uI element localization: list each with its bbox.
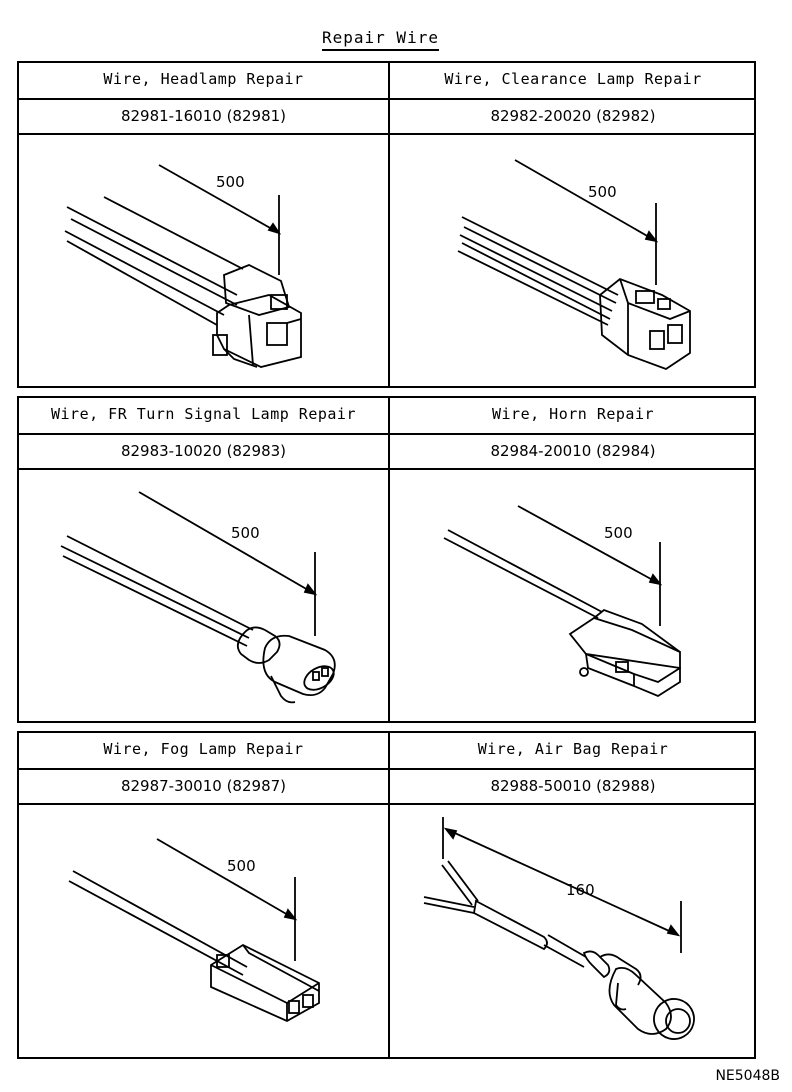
row-divider bbox=[19, 98, 754, 100]
repair-wire-table-row-3: Wire, Fog Lamp Repair Wire, Air Bag Repa… bbox=[17, 731, 756, 1059]
part-number-horn: 82984-20010 (82984) bbox=[490, 442, 656, 460]
column-divider bbox=[388, 398, 390, 721]
dimension-label-fr-turn-signal-lamp: 500 bbox=[231, 524, 260, 542]
part-number-air-bag: 82988-50010 (82988) bbox=[490, 777, 656, 795]
panel-name-horn: Wire, Horn Repair bbox=[491, 405, 655, 423]
dimension-label-fog-lamp: 500 bbox=[227, 857, 256, 875]
dimension-label-air-bag: 160 bbox=[566, 881, 595, 899]
air-bag-repair-wire-illustration: 160 bbox=[390, 805, 756, 1057]
clearance-lamp-repair-wire-illustration: 500 bbox=[390, 135, 756, 386]
page-title: Repair Wire bbox=[322, 28, 439, 51]
column-divider bbox=[388, 63, 390, 386]
part-number-fr-turn-signal-lamp: 82983-10020 (82983) bbox=[120, 442, 287, 460]
row-divider bbox=[19, 433, 754, 435]
repair-wire-table-row-1: Wire, Headlamp Repair Wire, Clearance La… bbox=[17, 61, 756, 388]
panel-name-clearance-lamp: Wire, Clearance Lamp Repair bbox=[444, 70, 702, 88]
part-number-headlamp: 82981-16010 (82981) bbox=[120, 107, 287, 125]
fr-turn-signal-repair-wire-illustration: 500 bbox=[19, 470, 388, 721]
panel-name-fr-turn-signal-lamp: Wire, FR Turn Signal Lamp Repair bbox=[51, 405, 356, 423]
part-number-fog-lamp: 82987-30010 (82987) bbox=[120, 777, 287, 795]
repair-wire-table-row-2: Wire, FR Turn Signal Lamp Repair Wire, H… bbox=[17, 396, 756, 723]
dimension-label-horn: 500 bbox=[604, 524, 633, 542]
panel-name-air-bag: Wire, Air Bag Repair bbox=[477, 740, 669, 758]
horn-repair-wire-illustration: 500 bbox=[390, 470, 756, 721]
dimension-label-clearance-lamp: 500 bbox=[588, 183, 617, 201]
headlamp-repair-wire-illustration: 500 bbox=[19, 135, 388, 386]
dimension-label-headlamp: 500 bbox=[216, 173, 245, 191]
row-divider bbox=[19, 468, 754, 470]
panel-name-headlamp: Wire, Headlamp Repair bbox=[103, 70, 304, 88]
fog-lamp-repair-wire-illustration: 500 bbox=[19, 805, 388, 1057]
row-divider bbox=[19, 768, 754, 770]
row-divider bbox=[19, 133, 754, 135]
panel-name-fog-lamp: Wire, Fog Lamp Repair bbox=[103, 740, 304, 758]
part-number-clearance-lamp: 82982-20020 (82982) bbox=[490, 107, 656, 125]
column-divider bbox=[388, 733, 390, 1057]
row-divider bbox=[19, 803, 754, 805]
figure-code: NE5048B bbox=[715, 1068, 780, 1084]
